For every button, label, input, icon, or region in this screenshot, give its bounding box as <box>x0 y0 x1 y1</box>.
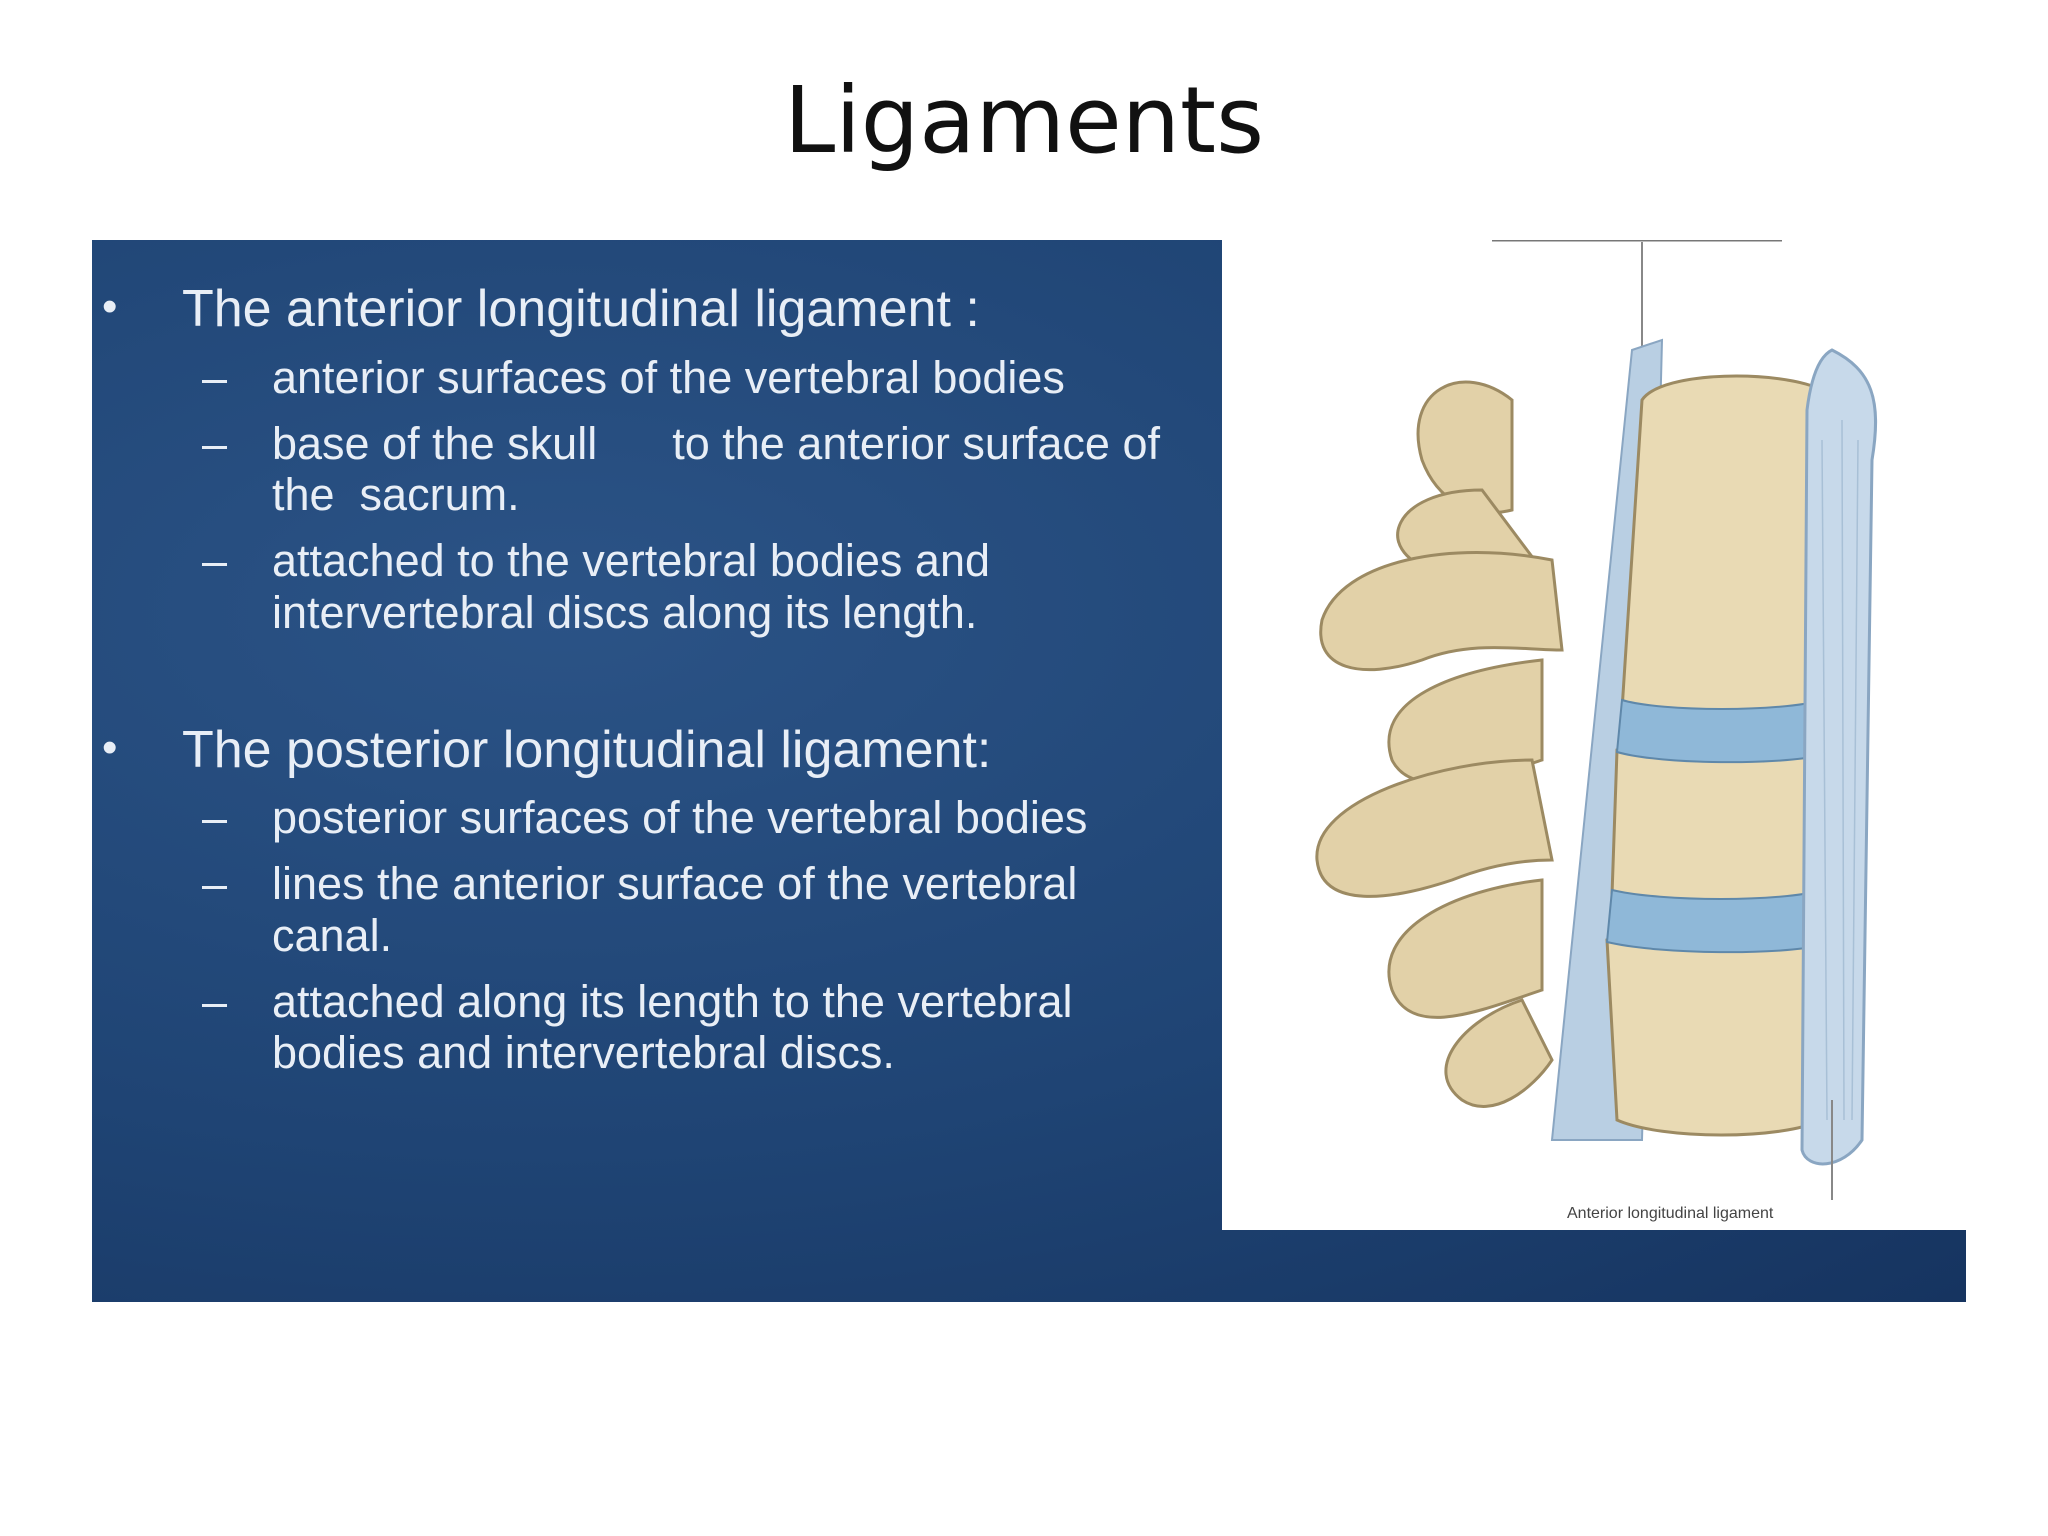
sub-item: – attached to the vertebral bodies and i… <box>92 535 1202 639</box>
intervertebral-disc-1 <box>1615 698 1823 764</box>
ligament-fiber <box>1851 439 1859 1121</box>
slide-title: Ligaments <box>783 67 1265 174</box>
heading-posterior: The posterior longitudinal ligament: <box>182 720 992 779</box>
dash-icon: – <box>202 417 228 469</box>
sub-item-text: lines the anterior surface of the verteb… <box>272 858 1078 961</box>
dash-icon: – <box>202 351 228 403</box>
dash-icon: – <box>202 535 228 587</box>
vertebral-body-3 <box>1605 931 1824 1137</box>
anterior-ligament <box>1800 348 1878 1166</box>
sub-item: – lines the anterior surface of the vert… <box>92 858 1202 962</box>
ligament-fiber <box>1821 439 1828 1121</box>
heading-anterior: The anterior longitudinal ligament : <box>182 280 980 338</box>
sub-item-text: posterior surfaces of the vertebral bodi… <box>272 792 1088 844</box>
sub-item: – attached along its length to the verte… <box>92 976 1202 1080</box>
bullet-dot-icon: • <box>102 282 118 331</box>
bullet-posterior: • The posterior longitudinal ligament: <box>92 721 1132 781</box>
sub-item-text: anterior surfaces of the vertebral bodie… <box>272 351 1065 403</box>
spine-illustration: Anterior longitudinal ligament <box>1222 240 1966 1230</box>
dash-icon: – <box>202 858 228 910</box>
bullet-anterior: • The anterior longitudinal ligament : <box>92 280 1132 340</box>
sub-item-text: attached to the vertebral bodies and int… <box>272 535 991 638</box>
sub-item: – posterior surfaces of the vertebral bo… <box>92 792 1202 844</box>
dash-icon: – <box>202 975 228 1027</box>
bullet-dot-icon: • <box>102 722 118 772</box>
process-5 <box>1444 998 1554 1108</box>
intervertebral-disc-2 <box>1605 888 1823 954</box>
sub-item: – base of the skull to the anterior surf… <box>92 418 1202 522</box>
vertebral-body-1 <box>1620 374 1824 719</box>
dash-icon: – <box>202 792 228 844</box>
sub-item: – anterior surfaces of the vertebral bod… <box>92 352 1202 404</box>
sub-item-text: base of the skull to the anterior surfac… <box>272 417 1173 521</box>
transverse-process-2 <box>1315 758 1554 898</box>
content-panel: • The anterior longitudinal ligament : –… <box>92 240 1966 1302</box>
process-4 <box>1387 878 1544 1019</box>
vertebral-body-2 <box>1610 741 1824 904</box>
text-area: • The anterior longitudinal ligament : –… <box>92 280 1160 1093</box>
vertebrae-drawing <box>1315 240 1878 1200</box>
sub-item-text: attached along its length to the vertebr… <box>272 975 1073 1079</box>
figure-caption: Anterior longitudinal ligament <box>1567 1205 1774 1222</box>
transverse-process-1 <box>1319 551 1564 672</box>
ligament-fiber <box>1841 419 1845 1121</box>
